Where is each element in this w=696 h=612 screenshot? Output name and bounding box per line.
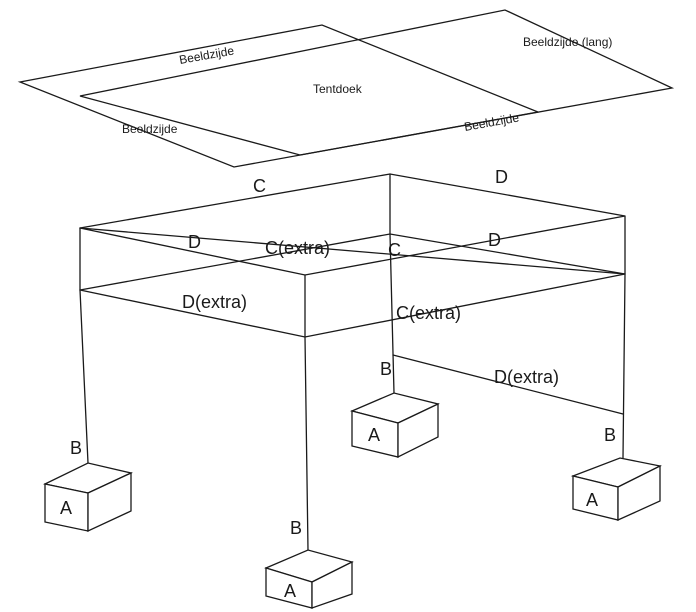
foot-back-label: A	[368, 425, 380, 445]
leg-right	[622, 273, 626, 459]
beeldzijde-bottom-label: Beeldzijde	[463, 110, 520, 133]
frame-lower-ring	[79, 233, 626, 338]
tentdoek-label: Tentdoek	[313, 82, 363, 96]
tent-frame: C D D C(extra) C D D(extra) C(extra) B D…	[70, 167, 626, 551]
foot-right-label: A	[586, 490, 598, 510]
label-d-extra-side: D(extra)	[494, 367, 559, 387]
foot-left: A	[43, 462, 133, 533]
label-c-extra-right: C(extra)	[396, 303, 461, 323]
label-b-front: B	[290, 518, 302, 538]
frame-diagonal-left-right	[79, 227, 626, 275]
brace-d-extra-side	[392, 354, 624, 415]
canvas-outline-left	[17, 24, 541, 168]
label-d-top-right: D	[495, 167, 508, 187]
label-d-mid-left: D	[188, 232, 201, 252]
label-b-left: B	[70, 438, 82, 458]
foot-left-label: A	[60, 498, 72, 518]
label-c-extra-mid: C(extra)	[265, 238, 330, 258]
foot-back: A	[349, 392, 440, 459]
foot-front-side	[311, 560, 353, 609]
tent-canvas: Beeldzijde Beeldzijde (lang) Tentdoek Be…	[17, 9, 675, 168]
leg-back	[389, 233, 395, 394]
beeldzijde-lang-label: Beeldzijde (lang)	[523, 35, 612, 49]
foot-back-side	[397, 402, 439, 459]
label-b-back: B	[380, 359, 392, 379]
foot-right-side	[617, 464, 661, 522]
label-c-center: C	[388, 240, 401, 260]
leg-left	[79, 289, 89, 464]
label-b-right: B	[604, 425, 616, 445]
label-d-mid-right: D	[488, 230, 501, 250]
foot-front: A	[264, 549, 354, 609]
foot-left-side	[87, 471, 132, 533]
foot-front-label: A	[284, 581, 296, 601]
label-d-extra-front: D(extra)	[182, 292, 247, 312]
foot-right: A	[570, 457, 662, 522]
beeldzijde-left-label: Beeldzijde	[122, 122, 178, 136]
leg-front	[304, 336, 309, 551]
label-c-top: C	[253, 176, 266, 196]
canvas-outline-right	[79, 9, 675, 156]
